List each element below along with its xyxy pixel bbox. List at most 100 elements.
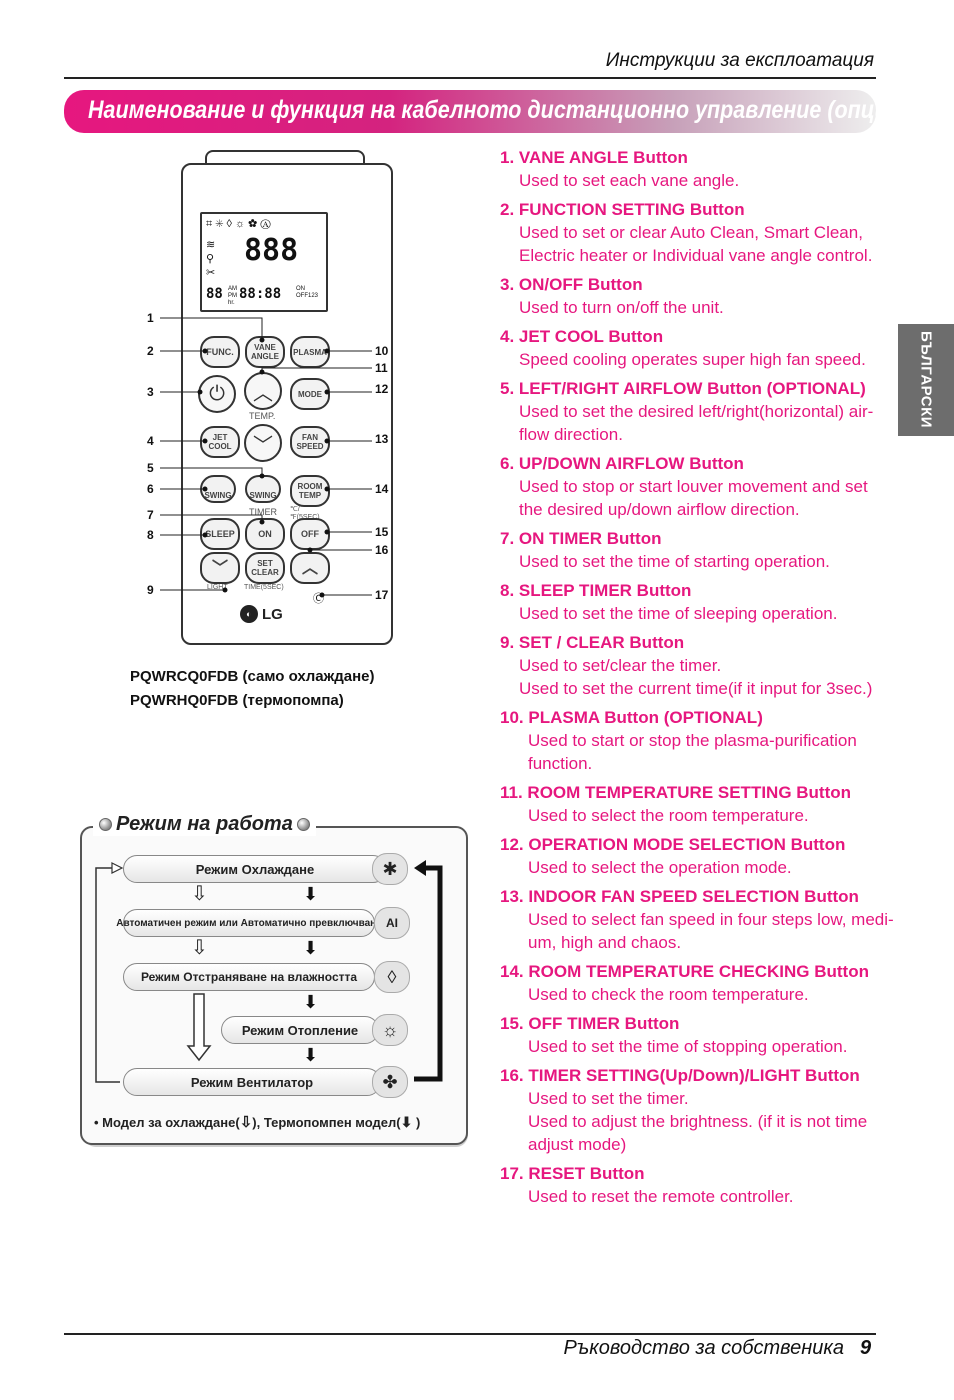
list-item-title: 1. VANE ANGLE Button — [500, 148, 688, 167]
heat-arrow-icon: ⬇ — [303, 992, 319, 1012]
list-item-title: 11. ROOM TEMPERATURE SETTING Button — [500, 783, 852, 802]
list-item-description: function. — [528, 754, 593, 773]
vane-angle-button[interactable]: VANE ANGLE — [245, 336, 285, 368]
callout-17: 17 — [375, 588, 389, 602]
lcd-off: OFF — [296, 293, 308, 299]
lcd-pm: PM — [228, 293, 237, 299]
list-item-description: um, high and chaos. — [528, 933, 682, 952]
lcd-time-digits: 88:88 — [239, 286, 282, 302]
list-item-title: 8. SLEEP TIMER Button — [500, 581, 692, 600]
language-tab: БЪЛГАРСКИ — [898, 324, 954, 436]
snowflake-icon: ✱ — [372, 853, 408, 885]
list-item-title: 7. ON TIMER Button — [500, 529, 662, 548]
list-item-title: 6. UP/DOWN AIRFLOW Button — [500, 454, 744, 473]
model2-desc: (термопомпа) — [242, 692, 344, 709]
timer-up-icon[interactable]: ︿ — [290, 552, 330, 584]
list-item-title: 2. FUNCTION SETTING Button — [500, 200, 745, 219]
list-item-description: Used to set the time of starting operati… — [519, 552, 830, 571]
top-rule — [64, 77, 876, 79]
mode-flow-lines — [95, 860, 443, 1083]
fan-speed-button[interactable]: FAN SPEED — [290, 426, 330, 458]
list-item-title: 14. ROOM TEMPERATURE CHECKING Button — [500, 962, 869, 981]
list-item-title: 13. INDOOR FAN SPEED SELECTION Button — [500, 887, 859, 906]
callout-11: 11 — [375, 361, 388, 375]
plasma-button[interactable]: PLASMA — [290, 336, 330, 368]
temp-down-icon[interactable]: ﹀ — [244, 424, 282, 462]
callout-10: 10 — [375, 344, 389, 358]
heat-arrow-icon: ⬇ — [303, 884, 319, 904]
temp-label: TEMP. — [249, 411, 276, 421]
model2-code: PQWRHQ0FDB — [130, 692, 239, 709]
model-line-2: PQWRHQ0FDB (термопомпа) — [130, 692, 344, 709]
note-middle: ), Термопомпен модел( — [252, 1115, 401, 1130]
sun-icon: ☼ — [372, 1014, 408, 1046]
callout-2: 2 — [147, 344, 154, 358]
lg-logo: ◐ LG — [240, 605, 283, 623]
list-item-title: 5. LEFT/RIGHT AIRFLOW Button (OPTIONAL) — [500, 379, 866, 398]
mode-title-wrap: Режим на работа — [93, 813, 316, 836]
mode-auto: Автоматичен режим или Автоматично превкл… — [116, 909, 382, 937]
title-band — [64, 90, 876, 133]
mode-title: Режим на работа — [116, 813, 293, 835]
on-timer-button[interactable]: ON — [245, 518, 285, 550]
list-item-title: 9. SET / CLEAR Button — [500, 633, 685, 652]
lg-logo-icon: ◐ — [240, 605, 258, 623]
cool-arrow-icon: ⇩ — [191, 937, 208, 959]
list-item-title: 15. OFF TIMER Button — [500, 1014, 680, 1033]
callout-7: 7 — [147, 508, 154, 522]
list-item-title: 4. JET COOL Button — [500, 327, 664, 346]
set-clear-button[interactable]: SET CLEAR — [245, 552, 285, 584]
cf-note: ℃/℉(5SEC) — [290, 506, 320, 521]
callout-1: 1 — [147, 311, 154, 325]
list-item-description: Used to check the room temperature. — [528, 985, 809, 1004]
callout-4: 4 — [147, 434, 154, 448]
lcd-big-digits: 888 — [244, 233, 299, 268]
lcd-small-digits: 88 — [206, 286, 223, 302]
callout-lines — [160, 317, 372, 598]
list-item-title: 16. TIMER SETTING(Up/Down)/LIGHT Button — [500, 1066, 860, 1085]
bullet-ball-icon — [296, 818, 310, 831]
section-title: Наименование и функция на кабелното дист… — [88, 96, 954, 124]
callout-12: 12 — [375, 382, 389, 396]
time-note: TIME(5SEC) — [244, 584, 284, 591]
cool-arrow-icon: ⇩ — [191, 883, 208, 905]
running-header: Инструкции за експлоатация — [605, 50, 874, 71]
list-item-description: flow direction. — [519, 425, 623, 444]
callout-16: 16 — [375, 543, 389, 557]
room-temp-button[interactable]: ROOM TEMP — [290, 475, 330, 507]
mode-button[interactable]: MODE — [290, 378, 330, 410]
temp-up-icon[interactable]: ︿ — [244, 372, 282, 410]
callout-3: 3 — [147, 385, 154, 399]
ai-icon: AI — [374, 907, 410, 939]
mode-fan: Режим Вентилатор — [123, 1068, 381, 1096]
timer-label: TIMER — [249, 507, 277, 517]
swing-leftright-button[interactable]: SWING — [245, 475, 281, 503]
heat-arrow-icon: ⬇ — [303, 938, 319, 958]
list-item-description: Used to turn on/off the unit. — [519, 298, 724, 317]
list-item-description: Used to select the operation mode. — [528, 858, 792, 877]
heat-model-arrow-icon: ⬇ — [400, 1114, 413, 1130]
lcd-on: ON — [296, 286, 305, 292]
reset-icon[interactable]: Ⓒ — [313, 593, 324, 605]
callout-5: 5 — [147, 461, 154, 475]
heat-arrow-icon: ⬇ — [303, 1045, 319, 1065]
lcd-side-icons: ≋⚲✂ — [206, 239, 216, 279]
list-item-description: Used to set each vane angle. — [519, 171, 740, 190]
list-item-description: Used to reset the remote controller. — [528, 1187, 794, 1206]
light-label: LIGHT — [207, 584, 228, 591]
bottom-rule — [64, 1333, 876, 1335]
list-item-title: 17. RESET Button — [500, 1164, 645, 1183]
timer-down-icon[interactable]: ﹀ — [200, 552, 240, 584]
